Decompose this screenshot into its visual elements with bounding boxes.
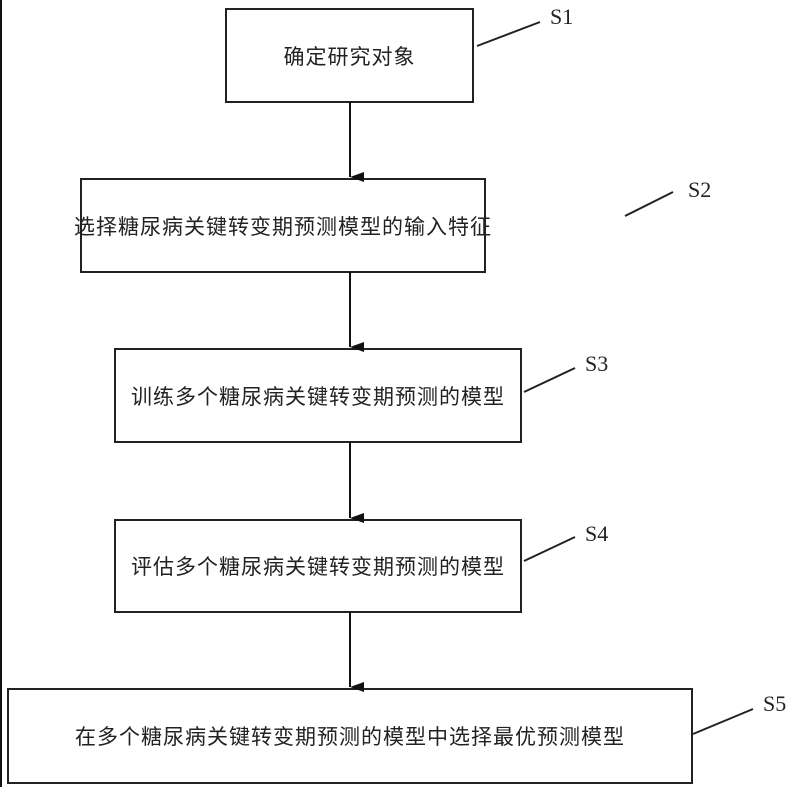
step-box-s3 bbox=[114, 348, 522, 443]
step-text-s3: 训练多个糖尿病关键转变期预测的模型 bbox=[131, 384, 505, 409]
step-text-s1: 确定研究对象 bbox=[283, 44, 416, 69]
step-label-s1: S1 bbox=[550, 4, 574, 29]
step-text-s5: 在多个糖尿病关键转变期预测的模型中选择最优预测模型 bbox=[75, 725, 625, 749]
step-text-s2: 选择糖尿病关键转变期预测模型的输入特征 bbox=[74, 214, 492, 239]
leader-line-s5 bbox=[692, 708, 754, 735]
step-box-s4 bbox=[114, 519, 522, 613]
leader-line-s1 bbox=[476, 21, 541, 47]
leader-line-s4 bbox=[523, 536, 576, 562]
step-box-s2 bbox=[80, 178, 486, 273]
leader-line-s2 bbox=[624, 191, 674, 217]
left-border-line bbox=[0, 0, 2, 787]
step-text-s4: 评估多个糖尿病关键转变期预测的模型 bbox=[131, 555, 505, 579]
step-label-s2: S2 bbox=[688, 177, 712, 202]
step-label-s3: S3 bbox=[585, 351, 609, 376]
leader-line-s3 bbox=[523, 367, 576, 393]
step-label-s4: S4 bbox=[585, 521, 609, 546]
step-label-s5: S5 bbox=[763, 691, 787, 716]
